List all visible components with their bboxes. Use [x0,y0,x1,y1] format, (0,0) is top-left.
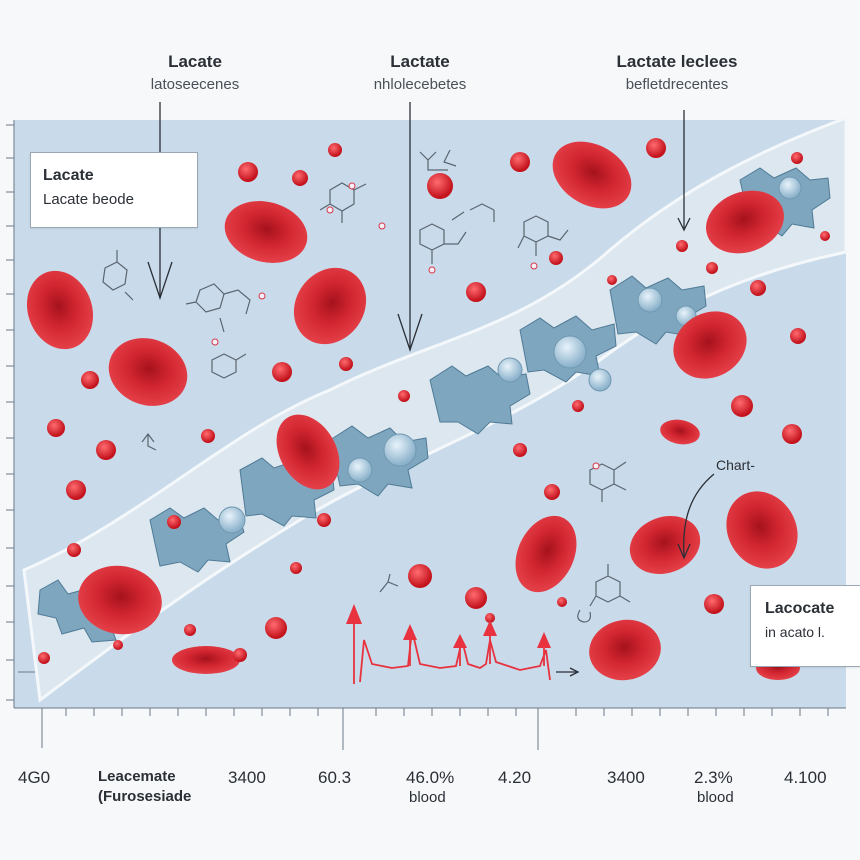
bottom-tick-3: 3400 [228,768,266,787]
red-blood-cells [26,141,800,681]
top-label-3-title: Lactate leclees [616,52,738,71]
molecule-atoms [211,182,600,470]
top-label-2: Lactate nhlolecebetes [340,52,500,93]
bottom-tick-8: 2.3% [694,768,733,787]
bottom-tick-5-sub: blood [409,789,446,806]
left-callout-line1: Lacate [43,167,94,184]
top-label-1-subtitle: latoseecenes [150,76,240,93]
red-dots [38,138,830,664]
bottom-ruler [14,671,846,750]
bottom-tick-6: 4.20 [498,768,532,787]
bottom-caption-line1: Leacemate [98,768,176,785]
top-label-2-subtitle: nhlolecebetes [373,76,467,93]
pointer-arrows [147,102,715,677]
molecule-sketches [102,149,631,623]
top-label-1: Lacate latoseecenes [110,52,280,93]
left-callout-box: Lacate Lacate beode [30,152,198,228]
vessel-band [22,115,848,703]
bottom-tick-1: 4G0 [18,768,51,787]
bottom-tick-5: 46.0% [406,768,455,787]
bottom-tick-4: 60.3 [318,768,352,787]
left-ruler [6,120,15,708]
top-label-3-subtitle: befletdrecentes [625,76,729,93]
chart-pointer-label: Chart- [716,457,755,473]
left-callout-line2: Lacate beode [43,191,134,208]
top-label-1-title: Lacate [168,52,222,71]
cluster-bubbles [218,176,802,534]
right-callout-line1: Lacocate [765,600,835,617]
bottom-caption-line2: (Furosesiade [98,788,192,805]
right-callout-line2: in acato l. [765,624,825,640]
top-label-2-title: Lactate [390,52,450,71]
right-callout-box: Lacocate in acato l. [750,585,860,667]
spike-arrowheads [346,604,551,648]
bottom-tick-7: 3400 [607,768,645,787]
top-label-3: Lactate leclees befletdrecentes [592,52,762,93]
bottom-tick-9: 4.100 [784,768,827,787]
bottom-tick-8-sub: blood [697,789,734,806]
